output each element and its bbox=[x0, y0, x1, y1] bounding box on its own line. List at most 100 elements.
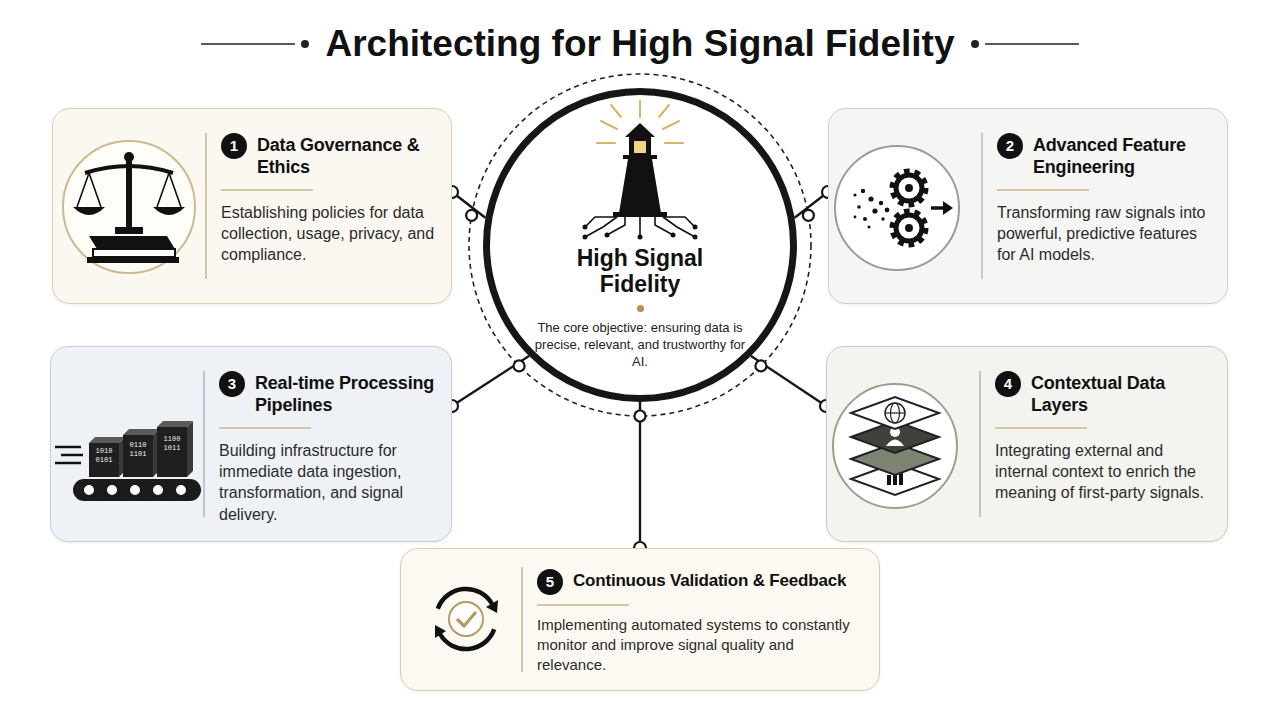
lighthouse-icon-part bbox=[583, 235, 588, 240]
pillar-box: 2Advanced Feature EngineeringTransformin… bbox=[828, 108, 1228, 304]
gears-icon-part bbox=[943, 201, 953, 215]
lighthouse-icon-part bbox=[597, 142, 615, 144]
lighthouse-icon-part bbox=[625, 123, 655, 137]
conveyor-icon-part bbox=[61, 454, 83, 457]
callout-number: 3 bbox=[219, 371, 245, 397]
title-ornament-part bbox=[301, 40, 309, 48]
lighthouse-icon-part bbox=[607, 217, 625, 235]
title-ornament bbox=[201, 38, 311, 50]
lighthouse-icon-part bbox=[597, 101, 683, 143]
lighthouse-icon-part bbox=[605, 233, 610, 238]
box-divider bbox=[521, 567, 523, 672]
lighthouse-icon-part bbox=[613, 212, 667, 217]
conveyor-icon-part bbox=[89, 437, 125, 443]
connector-dot bbox=[635, 411, 646, 422]
conveyor-icon-part bbox=[55, 462, 81, 465]
lighthouse-icon-part bbox=[671, 233, 676, 238]
scales-icon-part bbox=[126, 159, 132, 229]
gears-icon-part bbox=[896, 215, 922, 241]
title-ornament-part bbox=[201, 43, 295, 45]
pillar-box: 5Continuous Validation & FeedbackImpleme… bbox=[400, 548, 880, 691]
core-description: The core objective: ensuring data is pre… bbox=[533, 319, 748, 370]
gears-icon-part bbox=[879, 201, 883, 205]
box-divider bbox=[203, 371, 205, 517]
conveyor-icon-part bbox=[123, 435, 153, 477]
lighthouse-icon-part bbox=[601, 121, 617, 129]
cycle-icon-part bbox=[435, 625, 446, 638]
layers-icon-part bbox=[885, 403, 905, 423]
conveyor-icon-part bbox=[152, 484, 164, 496]
scales-icon-part bbox=[73, 207, 105, 215]
connector-line bbox=[452, 356, 529, 406]
callout-number: 4 bbox=[995, 371, 1021, 397]
lighthouse-icon-part bbox=[585, 217, 617, 237]
binary-label: 1010 bbox=[89, 447, 119, 455]
gears-icon-part bbox=[872, 208, 877, 213]
heading-row: 1Data Governance & Ethics bbox=[221, 133, 439, 178]
gears-icon-part bbox=[894, 173, 924, 203]
lighthouse-icon-part bbox=[585, 217, 695, 237]
layers-icon-part bbox=[851, 397, 939, 429]
cycle-icon-part bbox=[449, 602, 483, 636]
binary-label: 1100 bbox=[157, 435, 187, 443]
gears-icon-part bbox=[863, 217, 867, 221]
layers-icon-part bbox=[833, 384, 957, 508]
lighthouse-icon-part bbox=[665, 142, 683, 144]
diagram-title: Architecting for High Signal Fidelity bbox=[325, 23, 954, 65]
callout-number: 1 bbox=[221, 133, 247, 159]
gears-icon-part bbox=[885, 208, 890, 213]
gears-icon-part bbox=[853, 193, 856, 196]
heading-row: 5Continuous Validation & Feedback bbox=[537, 569, 867, 595]
scales-icon-part bbox=[63, 141, 195, 273]
conveyor-icon-part bbox=[106, 484, 118, 496]
conveyor-icon-part bbox=[157, 421, 193, 427]
conveyor-icon-part bbox=[123, 429, 159, 435]
lighthouse-icon-part bbox=[693, 225, 698, 230]
title-ornament-part bbox=[985, 43, 1079, 45]
cycle-icon-part bbox=[457, 612, 476, 626]
box-heading: Real-time Processing Pipelines bbox=[255, 371, 439, 416]
conveyor-icon-part bbox=[83, 484, 95, 496]
lighthouse-icon-part bbox=[655, 217, 673, 235]
heading-rule bbox=[997, 189, 1089, 191]
gears-icon-part bbox=[868, 226, 871, 229]
conveyor-icon-part bbox=[129, 484, 141, 496]
conveyor-icon-part bbox=[157, 427, 187, 477]
lighthouse-icon-part bbox=[583, 225, 698, 240]
lighthouse-icon-part bbox=[634, 141, 646, 153]
pillar-box: 3Real-time Processing PipelinesBuilding … bbox=[50, 346, 452, 542]
box-description: Implementing automated systems to consta… bbox=[537, 615, 867, 674]
core-dot bbox=[637, 305, 644, 312]
connector bbox=[446, 356, 529, 412]
box-description: Transforming raw signals into powerful, … bbox=[997, 202, 1215, 265]
scales-icon-part bbox=[153, 207, 185, 215]
lighthouse-icon-part bbox=[619, 159, 661, 213]
title-ornament bbox=[969, 38, 1079, 50]
binary-label: 0110 bbox=[123, 441, 153, 449]
connector-line bbox=[751, 356, 826, 406]
box-description: Integrating external and internal contex… bbox=[995, 440, 1215, 503]
scales-icon-part bbox=[89, 236, 175, 249]
scales-icon bbox=[59, 129, 199, 284]
pillar-box: 4Contextual Data LayersIntegrating exter… bbox=[826, 346, 1228, 542]
heading-rule bbox=[219, 427, 311, 429]
scales-icon-part bbox=[87, 257, 179, 263]
box-heading: Advanced Feature Engineering bbox=[1033, 133, 1215, 178]
connector-dot bbox=[514, 360, 525, 371]
lighthouse-icon-part bbox=[638, 235, 643, 240]
scales-icon-part bbox=[93, 249, 175, 257]
scales-icon-part bbox=[115, 227, 143, 234]
lighthouse-icon-part bbox=[639, 101, 641, 117]
heading-rule bbox=[995, 427, 1087, 429]
box-description: Establishing policies for data collectio… bbox=[221, 202, 439, 265]
box-divider bbox=[979, 371, 981, 517]
title-ornament-part bbox=[971, 40, 979, 48]
gears-icon-part bbox=[896, 175, 922, 201]
cycle-icon bbox=[411, 567, 521, 671]
gears-icon-part bbox=[853, 189, 889, 229]
gears-icon-part bbox=[854, 216, 857, 219]
layers-icon bbox=[831, 371, 961, 521]
title-row: Architecting for High Signal Fidelity bbox=[0, 14, 1280, 74]
lighthouse-icon-part bbox=[693, 235, 698, 240]
